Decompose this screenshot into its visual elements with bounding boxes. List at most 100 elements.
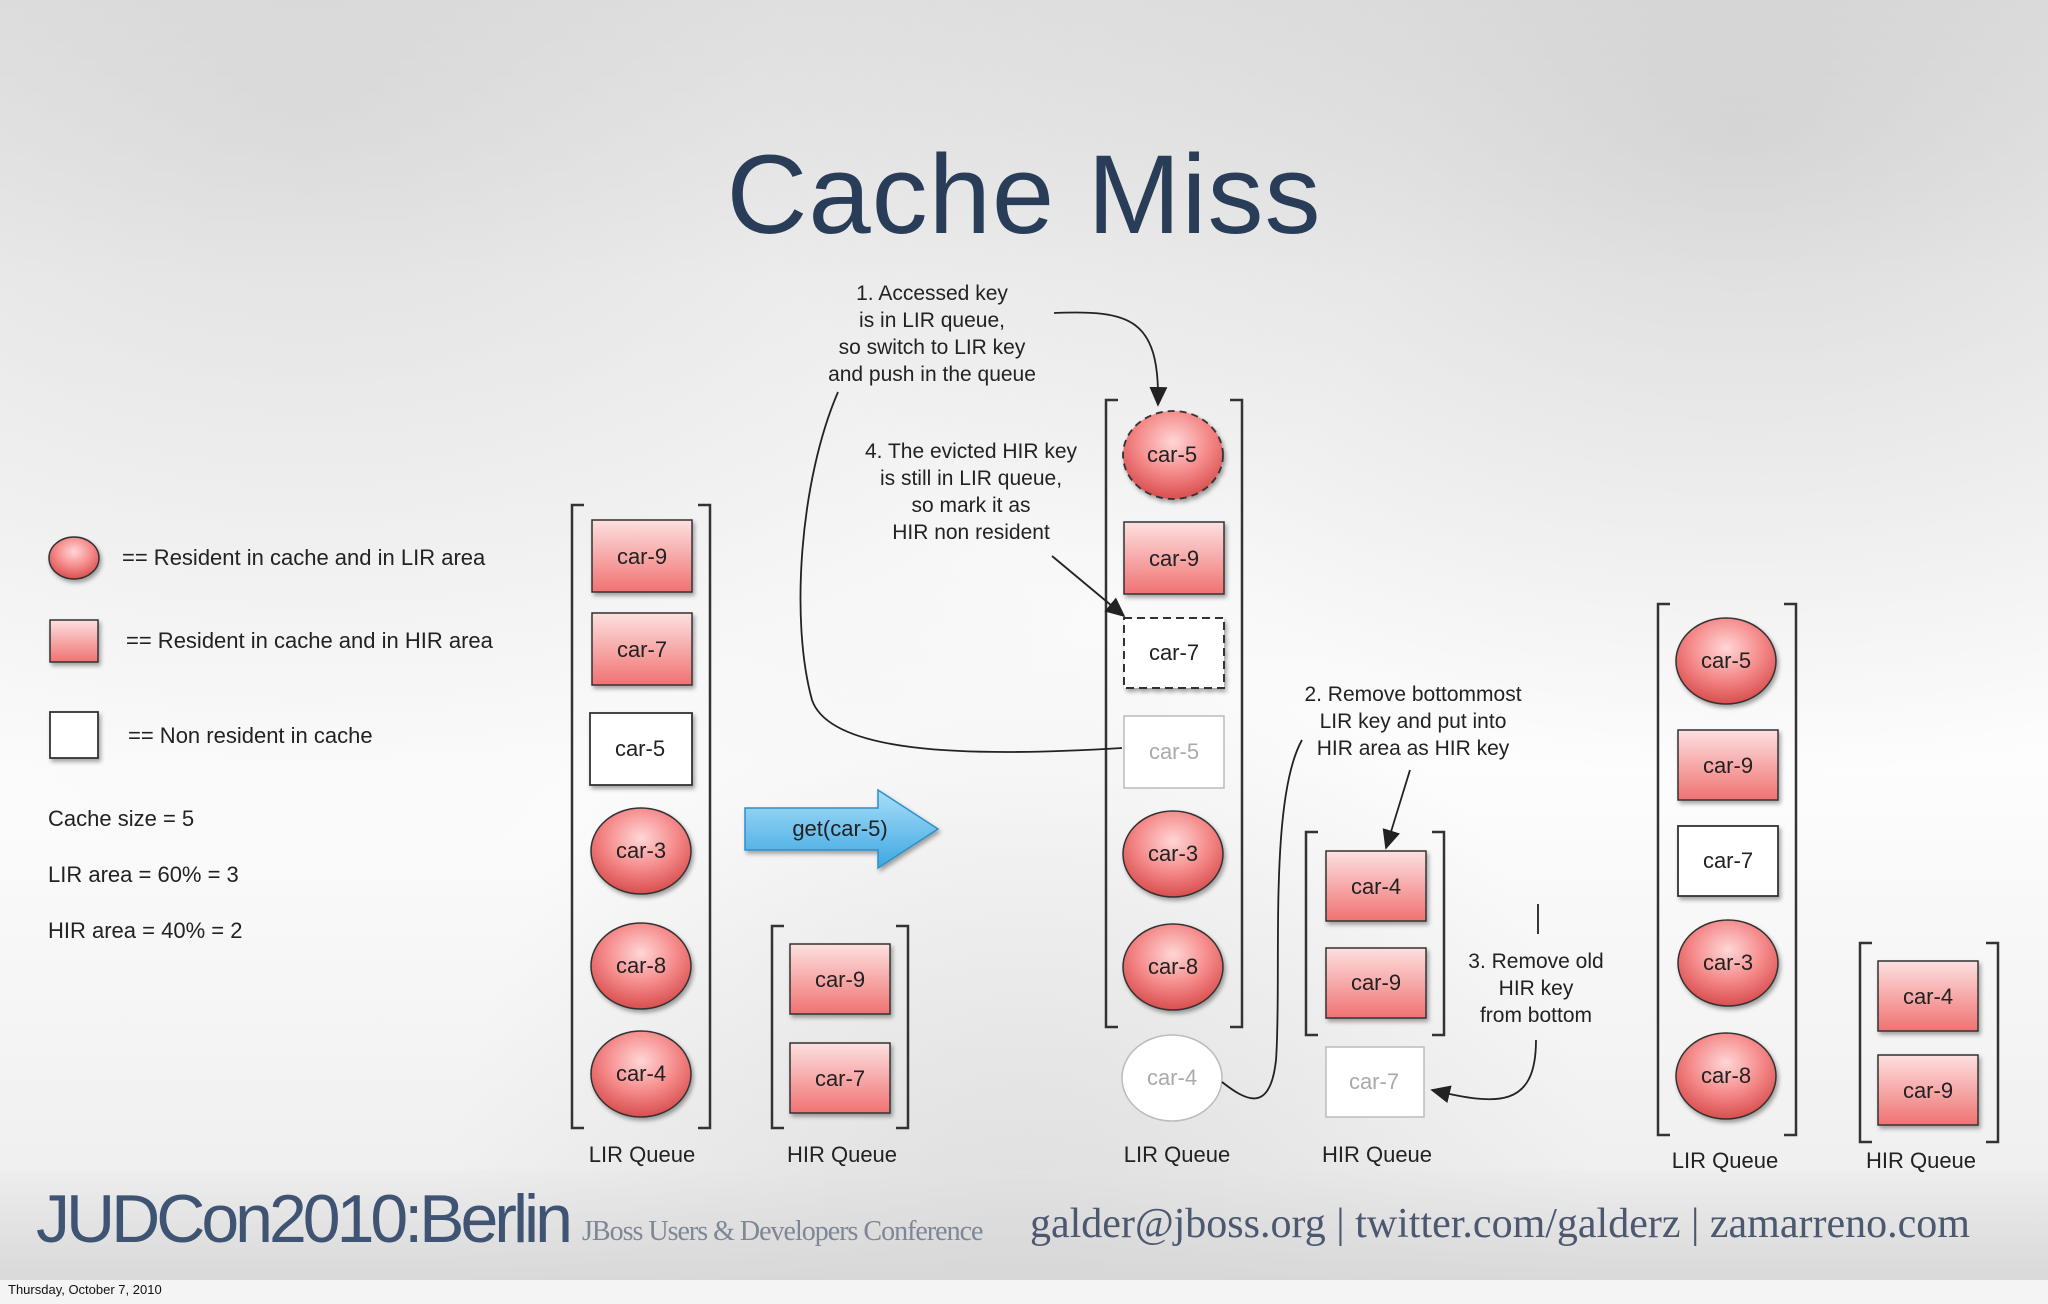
key-label: car-9 bbox=[617, 544, 667, 569]
nonres-key-node bbox=[589, 712, 693, 786]
lir-key-node-new bbox=[1122, 410, 1224, 500]
note-line: 1. Accessed key bbox=[856, 282, 1008, 305]
cache-size-label: Cache size = 5 bbox=[48, 806, 194, 831]
bracket bbox=[1104, 398, 1244, 1029]
key-label: car-5 bbox=[1147, 442, 1197, 467]
note-line: LIR key and put into bbox=[1320, 710, 1507, 733]
hir-queue-label: HIR Queue bbox=[787, 1142, 897, 1167]
note-line: from bottom bbox=[1480, 1004, 1592, 1027]
lir-key-node bbox=[1122, 923, 1224, 1011]
hir-key-node bbox=[1325, 947, 1427, 1019]
arrow-note1-to-car5 bbox=[1053, 311, 1168, 407]
lir-key-node bbox=[1675, 617, 1777, 705]
bracket bbox=[1304, 830, 1446, 1037]
note-line: 3. Remove old bbox=[1468, 950, 1603, 973]
note-line: and push in the queue bbox=[828, 363, 1036, 386]
note-line: is in LIR queue, bbox=[859, 309, 1005, 332]
key-label: car-5 bbox=[1149, 739, 1199, 764]
state1-lir-queue: car-9 car-7 car-5 car-3 car-8 car-4 LIR … bbox=[589, 519, 695, 1167]
note-2: 2. Remove bottommost LIR key and put int… bbox=[1304, 683, 1521, 760]
key-label: car-9 bbox=[1149, 546, 1199, 571]
hir-area-label: HIR area = 40% = 2 bbox=[48, 918, 242, 943]
key-label: car-7 bbox=[617, 637, 667, 662]
key-label: car-9 bbox=[815, 967, 865, 992]
key-label: car-7 bbox=[1349, 1069, 1399, 1094]
note-line: so switch to LIR key bbox=[839, 336, 1026, 359]
ghost-key-node bbox=[1123, 715, 1225, 789]
key-label: car-3 bbox=[1703, 950, 1753, 975]
hir-key-node bbox=[1325, 850, 1427, 922]
note-line: is still in LIR queue, bbox=[880, 467, 1062, 490]
arrow-note3-to-car7 bbox=[1432, 904, 1539, 1099]
hir-key-node bbox=[1123, 521, 1225, 595]
hir-key-node bbox=[1677, 729, 1779, 801]
arrow-ghost-car4-to-note2 bbox=[1221, 739, 1303, 1100]
state2-hir-queue: car-4 car-9 car-7 HIR Queue bbox=[1322, 850, 1432, 1167]
conference-logo: JUDCon2010:Berlin bbox=[36, 1181, 573, 1257]
hir-queue-label: HIR Queue bbox=[1322, 1142, 1432, 1167]
hir-key-node bbox=[591, 519, 693, 593]
arrow-ghost-car5-to-note1 bbox=[799, 391, 1123, 753]
lir-key-node bbox=[590, 807, 692, 895]
footer-band bbox=[0, 1170, 2048, 1280]
key-label: car-8 bbox=[1148, 954, 1198, 979]
hir-queue-label: HIR Queue bbox=[1866, 1148, 1976, 1173]
key-label: car-7 bbox=[815, 1066, 865, 1091]
key-label: car-5 bbox=[615, 736, 665, 761]
state3-lir-queue: car-5 car-9 car-7 car-3 car-8 LIR Queue bbox=[1672, 617, 1779, 1173]
legend-nonres-label: == Non resident in cache bbox=[128, 723, 373, 748]
nonres-key-node-dashed bbox=[1123, 617, 1225, 689]
key-label: car-4 bbox=[1351, 874, 1401, 899]
note-line: HIR key bbox=[1499, 977, 1574, 1000]
legend: == Resident in cache and in LIR area == … bbox=[48, 536, 494, 943]
slide-title: Cache Miss bbox=[726, 132, 1322, 257]
key-label: car-4 bbox=[1147, 1065, 1197, 1090]
key-label: car-3 bbox=[1148, 841, 1198, 866]
note-1: 1. Accessed key is in LIR queue, so swit… bbox=[828, 282, 1036, 386]
note-line: 4. The evicted HIR key bbox=[865, 440, 1078, 463]
key-label: car-9 bbox=[1703, 753, 1753, 778]
get-operation-arrow: get(car-5) bbox=[744, 788, 940, 870]
legend-lir-swatch bbox=[48, 536, 100, 580]
state1-hir-queue: car-9 car-7 HIR Queue bbox=[787, 943, 897, 1167]
key-label: car-4 bbox=[1903, 984, 1953, 1009]
note-line: HIR area as HIR key bbox=[1317, 737, 1510, 760]
legend-lir-label: == Resident in cache and in LIR area bbox=[122, 545, 486, 570]
queue-brackets bbox=[570, 398, 2000, 1144]
lir-area-label: LIR area = 60% = 3 bbox=[48, 862, 239, 887]
contact-line: galder@jboss.org | twitter.com/galderz |… bbox=[1030, 1201, 1970, 1247]
key-label: car-7 bbox=[1149, 640, 1199, 665]
key-label: car-8 bbox=[1701, 1063, 1751, 1088]
legend-nonres-swatch bbox=[49, 711, 99, 759]
key-label: car-4 bbox=[616, 1061, 666, 1086]
operation-arrow-shape bbox=[744, 788, 940, 870]
bracket bbox=[1656, 602, 1798, 1137]
lir-queue-label: LIR Queue bbox=[589, 1142, 695, 1167]
hir-key-node bbox=[1877, 1054, 1979, 1126]
lir-queue-label: LIR Queue bbox=[1672, 1148, 1778, 1173]
lir-key-node bbox=[1677, 919, 1779, 1007]
lir-key-node bbox=[1675, 1032, 1777, 1120]
key-label: car-5 bbox=[1701, 648, 1751, 673]
key-label: car-3 bbox=[616, 838, 666, 863]
hir-key-node bbox=[1877, 960, 1979, 1032]
bracket bbox=[770, 924, 910, 1130]
arrow-note2-to-car4 bbox=[1382, 769, 1411, 850]
connector-arrows bbox=[799, 311, 1539, 1100]
hir-key-node bbox=[789, 1042, 891, 1114]
key-label: car-7 bbox=[1703, 848, 1753, 873]
nonres-key-node bbox=[1677, 825, 1779, 897]
note-line: so mark it as bbox=[911, 494, 1030, 517]
operation-label: get(car-5) bbox=[792, 816, 887, 841]
hir-key-node bbox=[789, 943, 891, 1015]
lir-key-node bbox=[1122, 810, 1224, 898]
note-3: 3. Remove old HIR key from bottom bbox=[1468, 950, 1603, 1027]
state3-hir-queue: car-4 car-9 HIR Queue bbox=[1866, 960, 1979, 1173]
note-4: 4. The evicted HIR key is still in LIR q… bbox=[865, 440, 1078, 544]
legend-hir-swatch bbox=[49, 619, 99, 663]
note-line: 2. Remove bottommost bbox=[1304, 683, 1521, 706]
key-label: car-9 bbox=[1351, 970, 1401, 995]
hir-key-node bbox=[591, 612, 693, 686]
key-label: car-9 bbox=[1903, 1078, 1953, 1103]
